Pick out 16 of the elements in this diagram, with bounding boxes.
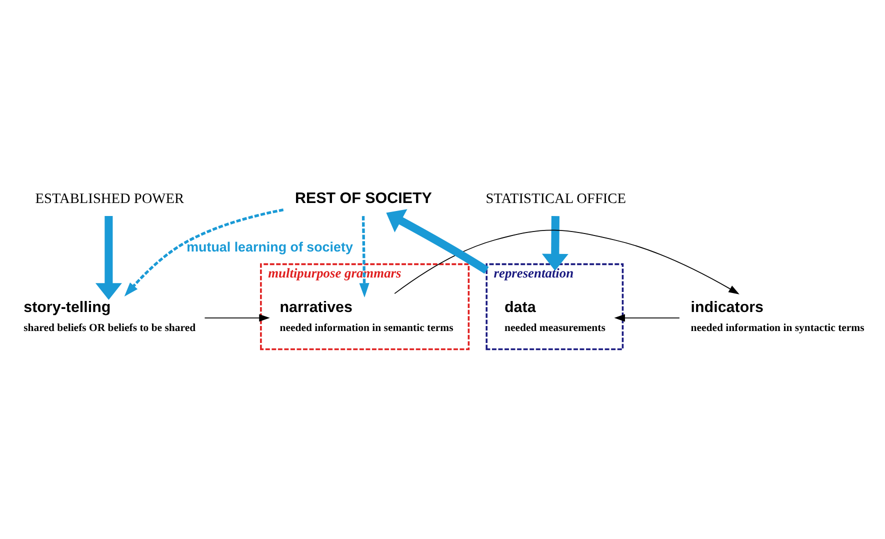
arrow (124, 208, 284, 296)
node-text: indicators needed information in syntactic terms (690, 298, 864, 334)
node-text: STATISTICAL OFFICE (486, 190, 626, 207)
edge-label: mutual learning of society (186, 239, 353, 254)
arrow (394, 229, 740, 294)
arrow (614, 314, 680, 322)
node-text: REST OF SOCIETY (294, 189, 432, 206)
arrow (386, 208, 489, 274)
node-text: narratives needed information in semantic terms (280, 298, 454, 334)
arrow (204, 314, 270, 322)
arrow (542, 216, 568, 270)
arrow (359, 216, 370, 297)
arrow (95, 216, 122, 300)
node-text: story-telling shared beliefs OR beliefs to be shared (24, 298, 196, 334)
node-text: data needed measurements (504, 298, 606, 334)
node-text: ESTABLISHED POWER (35, 190, 184, 207)
